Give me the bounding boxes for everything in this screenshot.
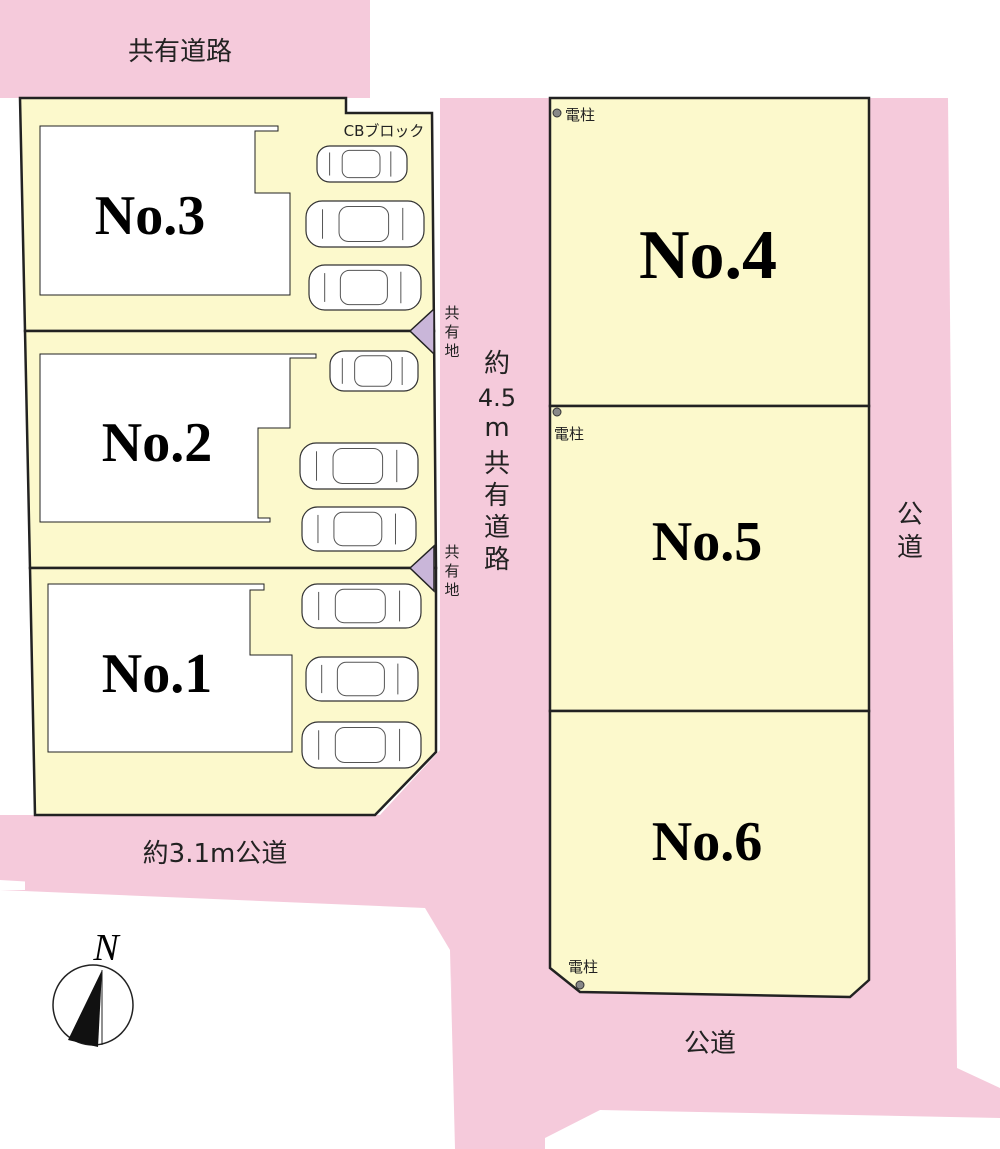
road-east-label: 公 道 xyxy=(897,500,923,563)
common-land-label-char: 地 xyxy=(444,342,459,360)
lot-6-label: No.6 xyxy=(652,811,762,873)
common-land-label-char: 地 xyxy=(444,581,459,599)
common-land-label-char: 有 xyxy=(444,323,459,341)
utility-pole-label: 電柱 xyxy=(568,958,598,976)
lots-west xyxy=(18,96,438,817)
parked-car-icon xyxy=(299,442,419,490)
road-top xyxy=(0,0,370,98)
private-road-label-char: m xyxy=(484,413,509,443)
compass-needle-icon xyxy=(68,970,102,1047)
white-area-southwest xyxy=(0,890,455,1149)
white-area-east xyxy=(948,98,1000,1088)
building-lot-2 xyxy=(39,353,317,523)
building-lot-3 xyxy=(39,125,291,296)
common-land-label-char: 共 xyxy=(444,304,459,322)
parked-car-icon xyxy=(301,506,417,552)
road-top-label: 共有道路 xyxy=(128,37,232,67)
lots-east xyxy=(548,96,871,999)
utility-pole-label: 電柱 xyxy=(554,425,584,443)
private-road-label-char: 4.5 xyxy=(478,384,516,412)
private-road-label-char: 有 xyxy=(484,481,510,511)
north-compass: N xyxy=(52,927,134,1047)
common-land-south xyxy=(408,544,435,593)
north-label: N xyxy=(92,927,121,969)
private-road-label-char: 約 xyxy=(484,349,510,379)
parked-car-icon xyxy=(305,656,419,702)
private-road-label: 約 4.5 m 共 有 道 路 xyxy=(478,349,516,575)
road-east-label-char: 公 xyxy=(897,500,923,530)
building-lot-1 xyxy=(47,583,293,753)
lot-6-parcel xyxy=(548,709,871,999)
parked-car-icon xyxy=(308,264,422,311)
cb-block-label: CBブロック xyxy=(344,122,425,140)
road-south-west-label: 約3.1m公道 xyxy=(143,839,288,869)
white-area-northeast xyxy=(370,0,1000,98)
parked-car-icon xyxy=(301,721,422,769)
lot-4-label: No.4 xyxy=(639,217,777,294)
lot-2-label: No.2 xyxy=(102,412,212,474)
common-land-label-char: 有 xyxy=(444,562,459,580)
parked-car-icon xyxy=(305,200,425,248)
parked-car-icon xyxy=(301,583,422,629)
common-land-north xyxy=(408,307,435,356)
utility-pole-label: 電柱 xyxy=(565,106,595,124)
common-land-label-north: 共 有 地 xyxy=(444,304,459,360)
utility-pole-icon xyxy=(575,980,585,990)
common-land-label-south: 共 有 地 xyxy=(444,543,459,599)
private-road-label-char: 共 xyxy=(484,449,510,479)
white-area-southeast xyxy=(545,1110,1000,1149)
road-south-label: 公道 xyxy=(684,1029,736,1059)
private-road-label-char: 道 xyxy=(484,513,510,543)
utility-pole-icon xyxy=(552,108,562,118)
utility-pole-icon xyxy=(552,407,562,417)
road-east-label-char: 道 xyxy=(897,533,923,563)
common-land-label-char: 共 xyxy=(444,543,459,561)
lot-5-label: No.5 xyxy=(652,511,762,573)
parked-car-icon xyxy=(329,350,419,392)
private-road-label-char: 路 xyxy=(484,545,510,575)
cars xyxy=(299,145,425,769)
parked-car-icon xyxy=(316,145,408,183)
lot-1-label: No.1 xyxy=(102,643,212,705)
lot-3-label: No.3 xyxy=(95,185,205,247)
